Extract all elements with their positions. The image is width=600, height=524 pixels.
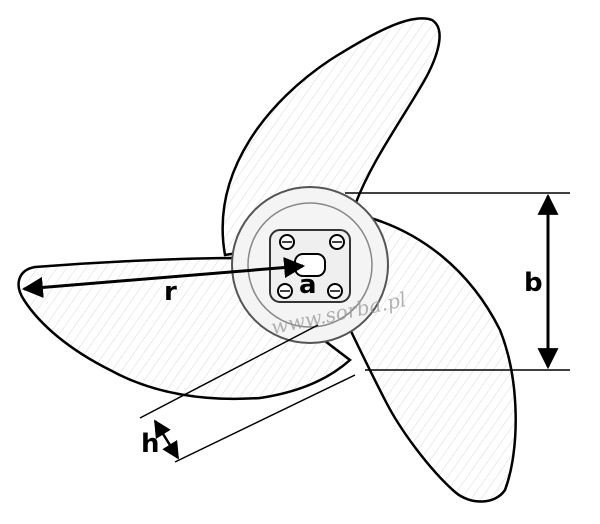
radius-arrow <box>21 257 306 298</box>
screw-icon-top-right <box>329 234 345 250</box>
radius-label: r <box>164 277 177 307</box>
screw-icon-top-left <box>279 234 295 250</box>
dimension-h-extension-top <box>139 324 319 419</box>
screw-icon-bottom-right <box>327 283 343 299</box>
dimension-h-arrow <box>153 419 180 460</box>
screw-icon-bottom-left <box>277 283 293 299</box>
dimension-h-label: h <box>141 429 160 459</box>
propeller-blade-bottom <box>346 213 517 503</box>
hub-label: a <box>299 270 317 300</box>
dimension-h-extension-bottom <box>174 374 356 463</box>
dimension-b-label: b <box>524 268 543 298</box>
